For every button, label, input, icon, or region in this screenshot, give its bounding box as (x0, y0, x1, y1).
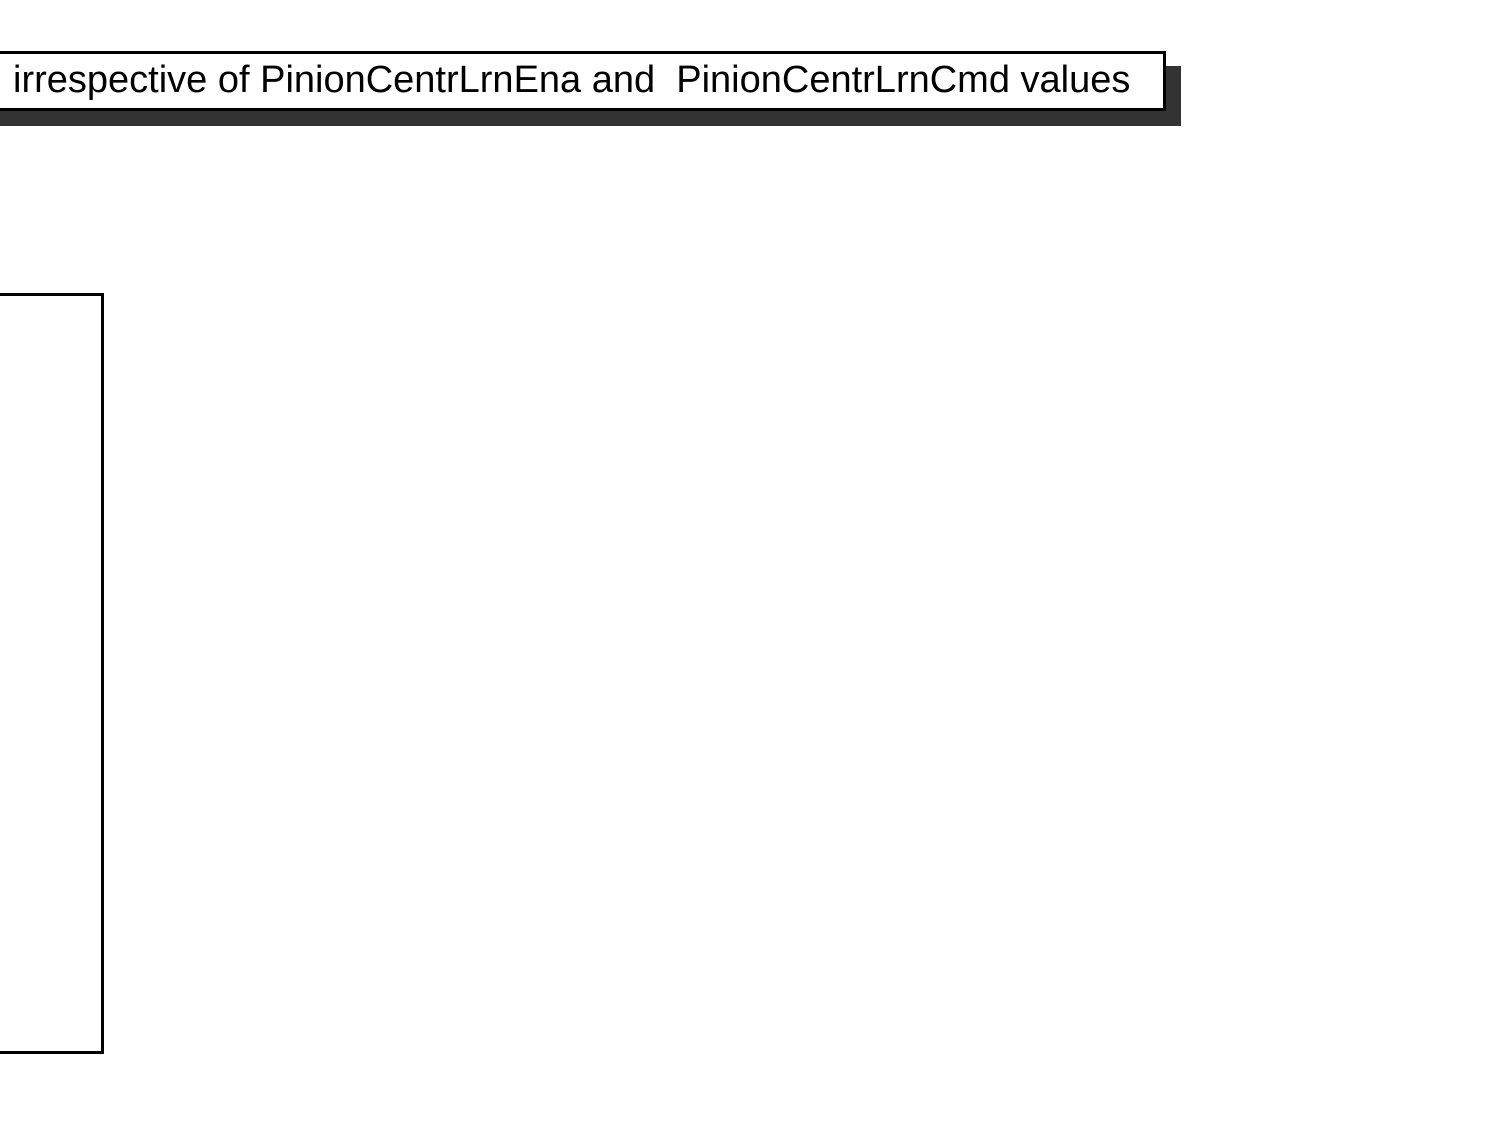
note-text: irrespective of PinionCentrLrnEna and Pi… (13, 59, 1131, 101)
note-box: irrespective of PinionCentrLrnEna and Pi… (0, 51, 1166, 111)
diagram-block (0, 293, 104, 1054)
